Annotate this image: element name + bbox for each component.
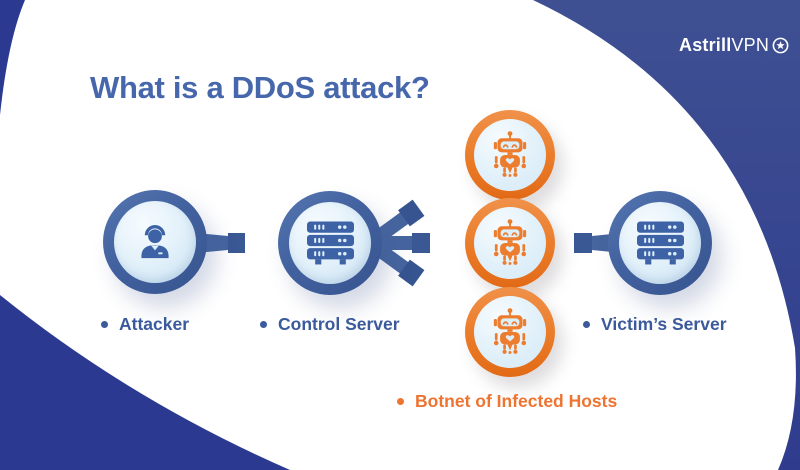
server-icon	[636, 221, 684, 265]
bullet-dot	[260, 321, 267, 328]
botnet-host-node	[465, 198, 555, 288]
attacker-label: Attacker	[101, 314, 189, 335]
attacker-label-text: Attacker	[119, 314, 190, 334]
control-server-label-text: Control Server	[278, 314, 400, 334]
victim-server-label-text: Victim’s Server	[601, 314, 727, 334]
bullet-dot	[397, 398, 404, 405]
page-title: What is a DDoS attack?	[90, 70, 430, 105]
star-circle-icon	[772, 37, 789, 54]
botnet-host-node	[465, 110, 555, 200]
botnet-host-node	[465, 287, 555, 377]
attacker-node	[103, 190, 207, 294]
botnet-label: Botnet of Infected Hosts	[397, 391, 617, 412]
bullet-dot	[101, 321, 108, 328]
brand-name-light: VPN	[731, 35, 770, 55]
victim-server-label: Victim’s Server	[583, 314, 727, 335]
person-icon	[141, 224, 169, 259]
control-server-node	[278, 191, 382, 295]
victim-server-node	[608, 191, 712, 295]
corner-shape-bottom-left	[0, 225, 365, 470]
bullet-dot	[583, 321, 590, 328]
robot-icon	[493, 308, 527, 354]
control-server-label: Control Server	[260, 314, 400, 335]
server-icon	[306, 221, 354, 265]
botnet-label-text: Botnet of Infected Hosts	[415, 391, 618, 411]
robot-icon	[493, 219, 527, 265]
robot-icon	[493, 131, 527, 177]
brand-name-bold: Astrill	[679, 35, 732, 55]
